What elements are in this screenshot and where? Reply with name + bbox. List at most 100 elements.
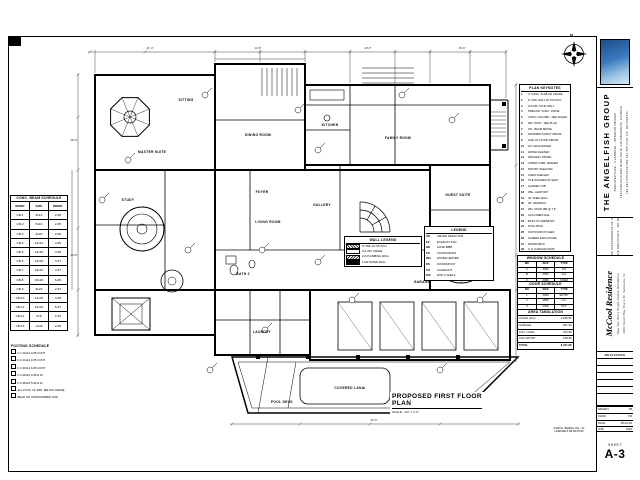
table-cell: CB-9 — [11, 284, 30, 294]
table-cell: 2 — [518, 299, 537, 304]
table-cell: 8x24 — [30, 284, 49, 294]
legend-symbol: R/S — [426, 273, 431, 278]
keynote-text: BUILT-IN CABINETRY — [528, 219, 555, 223]
keynote-number: 16 — [521, 179, 524, 183]
legend-label: DOWNSPOUT — [437, 261, 456, 266]
footing-row: F-1 20x12 3-#5 CONT. — [11, 349, 83, 356]
area-value: 6,011 SF — [560, 343, 572, 348]
table-cell: 6-#6 — [54, 277, 62, 282]
header-cell: MK — [518, 262, 537, 267]
wall-legend-label: 1-HR RATED WALL — [362, 260, 386, 264]
legend-symbol: FD — [426, 250, 430, 255]
keynote-text: STL. BEAM ABOVE — [528, 127, 552, 131]
table-cell: CB-13 — [11, 321, 30, 330]
drawing-scale: SCALE : 1/4" = 1'-0" — [392, 410, 419, 414]
keynote-number: 5 — [521, 116, 523, 119]
table-cell: 12x16 — [30, 248, 49, 257]
wall-swatch — [346, 244, 360, 250]
revision-row — [597, 386, 633, 393]
keynote-number: 13 — [521, 162, 524, 165]
revisions-section: REVISIONS — [597, 352, 633, 406]
firm-address: 1532 DOLPHIN BAY BLVD SUITE 210 SARASOTA… — [618, 106, 623, 199]
header-cell: SIZE — [30, 202, 49, 211]
keynote-text: SCREEN ENCLOSURE — [528, 236, 557, 240]
schedule-title: FOOTING SCHEDULE — [11, 344, 50, 348]
legend-symbol: WH — [426, 256, 431, 261]
table-cell: S.H. — [561, 273, 567, 277]
keynote-text: 8" CMU WALL W/ STUCCO — [528, 98, 562, 102]
keynote-number: 17 — [521, 185, 524, 188]
info-value: JB — [628, 407, 632, 411]
wall-legend-label: 2x4 WD. FRAME — [362, 250, 383, 254]
table-cell: 4-#5 — [54, 240, 62, 245]
keynote-number: 8 — [521, 133, 523, 137]
header-cell: TYPE — [560, 262, 568, 265]
keynote-text: DROPPED SOFFIT ABOVE — [528, 133, 562, 137]
keynote-number: 10 — [521, 144, 524, 148]
footing-row: F-4 36x16 4-#6 E.W. — [11, 371, 83, 378]
keynote-text: PRECAST CONC. LINTEL — [528, 110, 560, 114]
revisions-label: REVISIONS — [604, 353, 626, 357]
keynote-number: 19 — [521, 196, 524, 200]
table-cell: FIXED — [555, 279, 573, 284]
schedule-title: WINDOW SCHEDULE — [518, 256, 573, 262]
table-cell: CB-7 — [11, 266, 30, 275]
title-block: THE ANGELFISH GROUP ARCHITECTURE - PLANN… — [596, 36, 633, 472]
table-cell: 4-#7 — [54, 259, 62, 264]
legend-title: WALL LEGEND — [346, 238, 420, 244]
table-cell: 16x24 — [30, 303, 49, 312]
legend-title: LEGEND — [426, 228, 492, 234]
info-label: DATE — [598, 420, 606, 425]
footing-row: F-3 30x14 4-#5 CONT. — [11, 364, 83, 371]
sheet-number-section: SHEET A-3 — [597, 432, 633, 472]
keynote-number: 9 — [521, 139, 523, 142]
keynote-number: 14 — [521, 167, 524, 171]
table-cell: 16x16 — [30, 266, 49, 275]
keynote-number: 22 — [521, 213, 524, 217]
schedule-title: PLAN KEYNOTES — [521, 86, 569, 92]
keynote-number: 27 — [521, 242, 524, 246]
keynote-text: UPPER CABS. DASHED — [528, 162, 559, 165]
header-cell: REINF. — [53, 204, 63, 208]
revision-row — [597, 379, 633, 386]
table-cell: CB-2 — [11, 220, 30, 229]
keynote-number: 1 — [521, 93, 523, 96]
keynote-number: 18 — [521, 190, 524, 194]
table-cell: 4-#8 — [54, 296, 62, 301]
revision-row — [597, 365, 633, 372]
table-cell: 2-#7 — [54, 286, 62, 291]
table-cell: 12x8 — [30, 321, 49, 330]
keynote-text: PANTRY SHELVING — [528, 167, 553, 171]
area-label: GARAGE — [519, 322, 531, 327]
info-label: JOB — [598, 427, 604, 432]
table-cell: H.C. — [561, 299, 567, 303]
firm-logo-section — [597, 36, 633, 88]
keynote-text: GAS FIREPLACE — [528, 213, 550, 217]
